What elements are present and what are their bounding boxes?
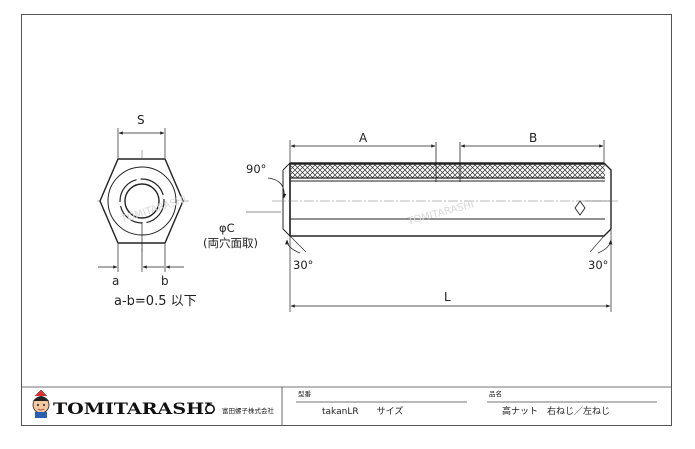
dim-a-upper-label: A	[359, 131, 368, 145]
dim-s-label: S	[137, 113, 145, 127]
company-name: 富田螺子株式会社	[222, 406, 275, 415]
model-label: 型番	[298, 389, 312, 398]
model-value: takanLR サイズ	[322, 405, 403, 417]
name-value: 高ナット 右ねじ／左ねじ	[502, 405, 610, 417]
angle-30-left-label: 30°	[293, 258, 313, 272]
angle-30-right-label: 30°	[588, 258, 608, 272]
dim-phi-c-label: φC	[219, 221, 235, 235]
name-label: 品名	[489, 389, 502, 398]
title-block: TOMITARASHI	[22, 386, 671, 425]
brand-wordmark: TOMITARASHI	[53, 399, 216, 418]
drawing-frame	[21, 14, 672, 426]
nut-side-view	[246, 140, 620, 312]
dim-l-label: L	[444, 290, 451, 304]
dim-a-label: a	[112, 274, 119, 288]
angle-90-label: 90°	[246, 162, 266, 176]
mascot-logo	[32, 389, 50, 418]
hex-end-view	[97, 128, 190, 272]
bore-chamfer-note: (両穴面取)	[203, 236, 258, 250]
tolerance-note: a-b=0.5 以下	[114, 294, 197, 309]
screw-head-icon	[205, 403, 216, 414]
svg-text:TOMITARASHI: TOMITARASHI	[53, 399, 213, 418]
dim-b-upper-label: B	[529, 131, 537, 145]
dim-b-label: b	[161, 274, 169, 288]
